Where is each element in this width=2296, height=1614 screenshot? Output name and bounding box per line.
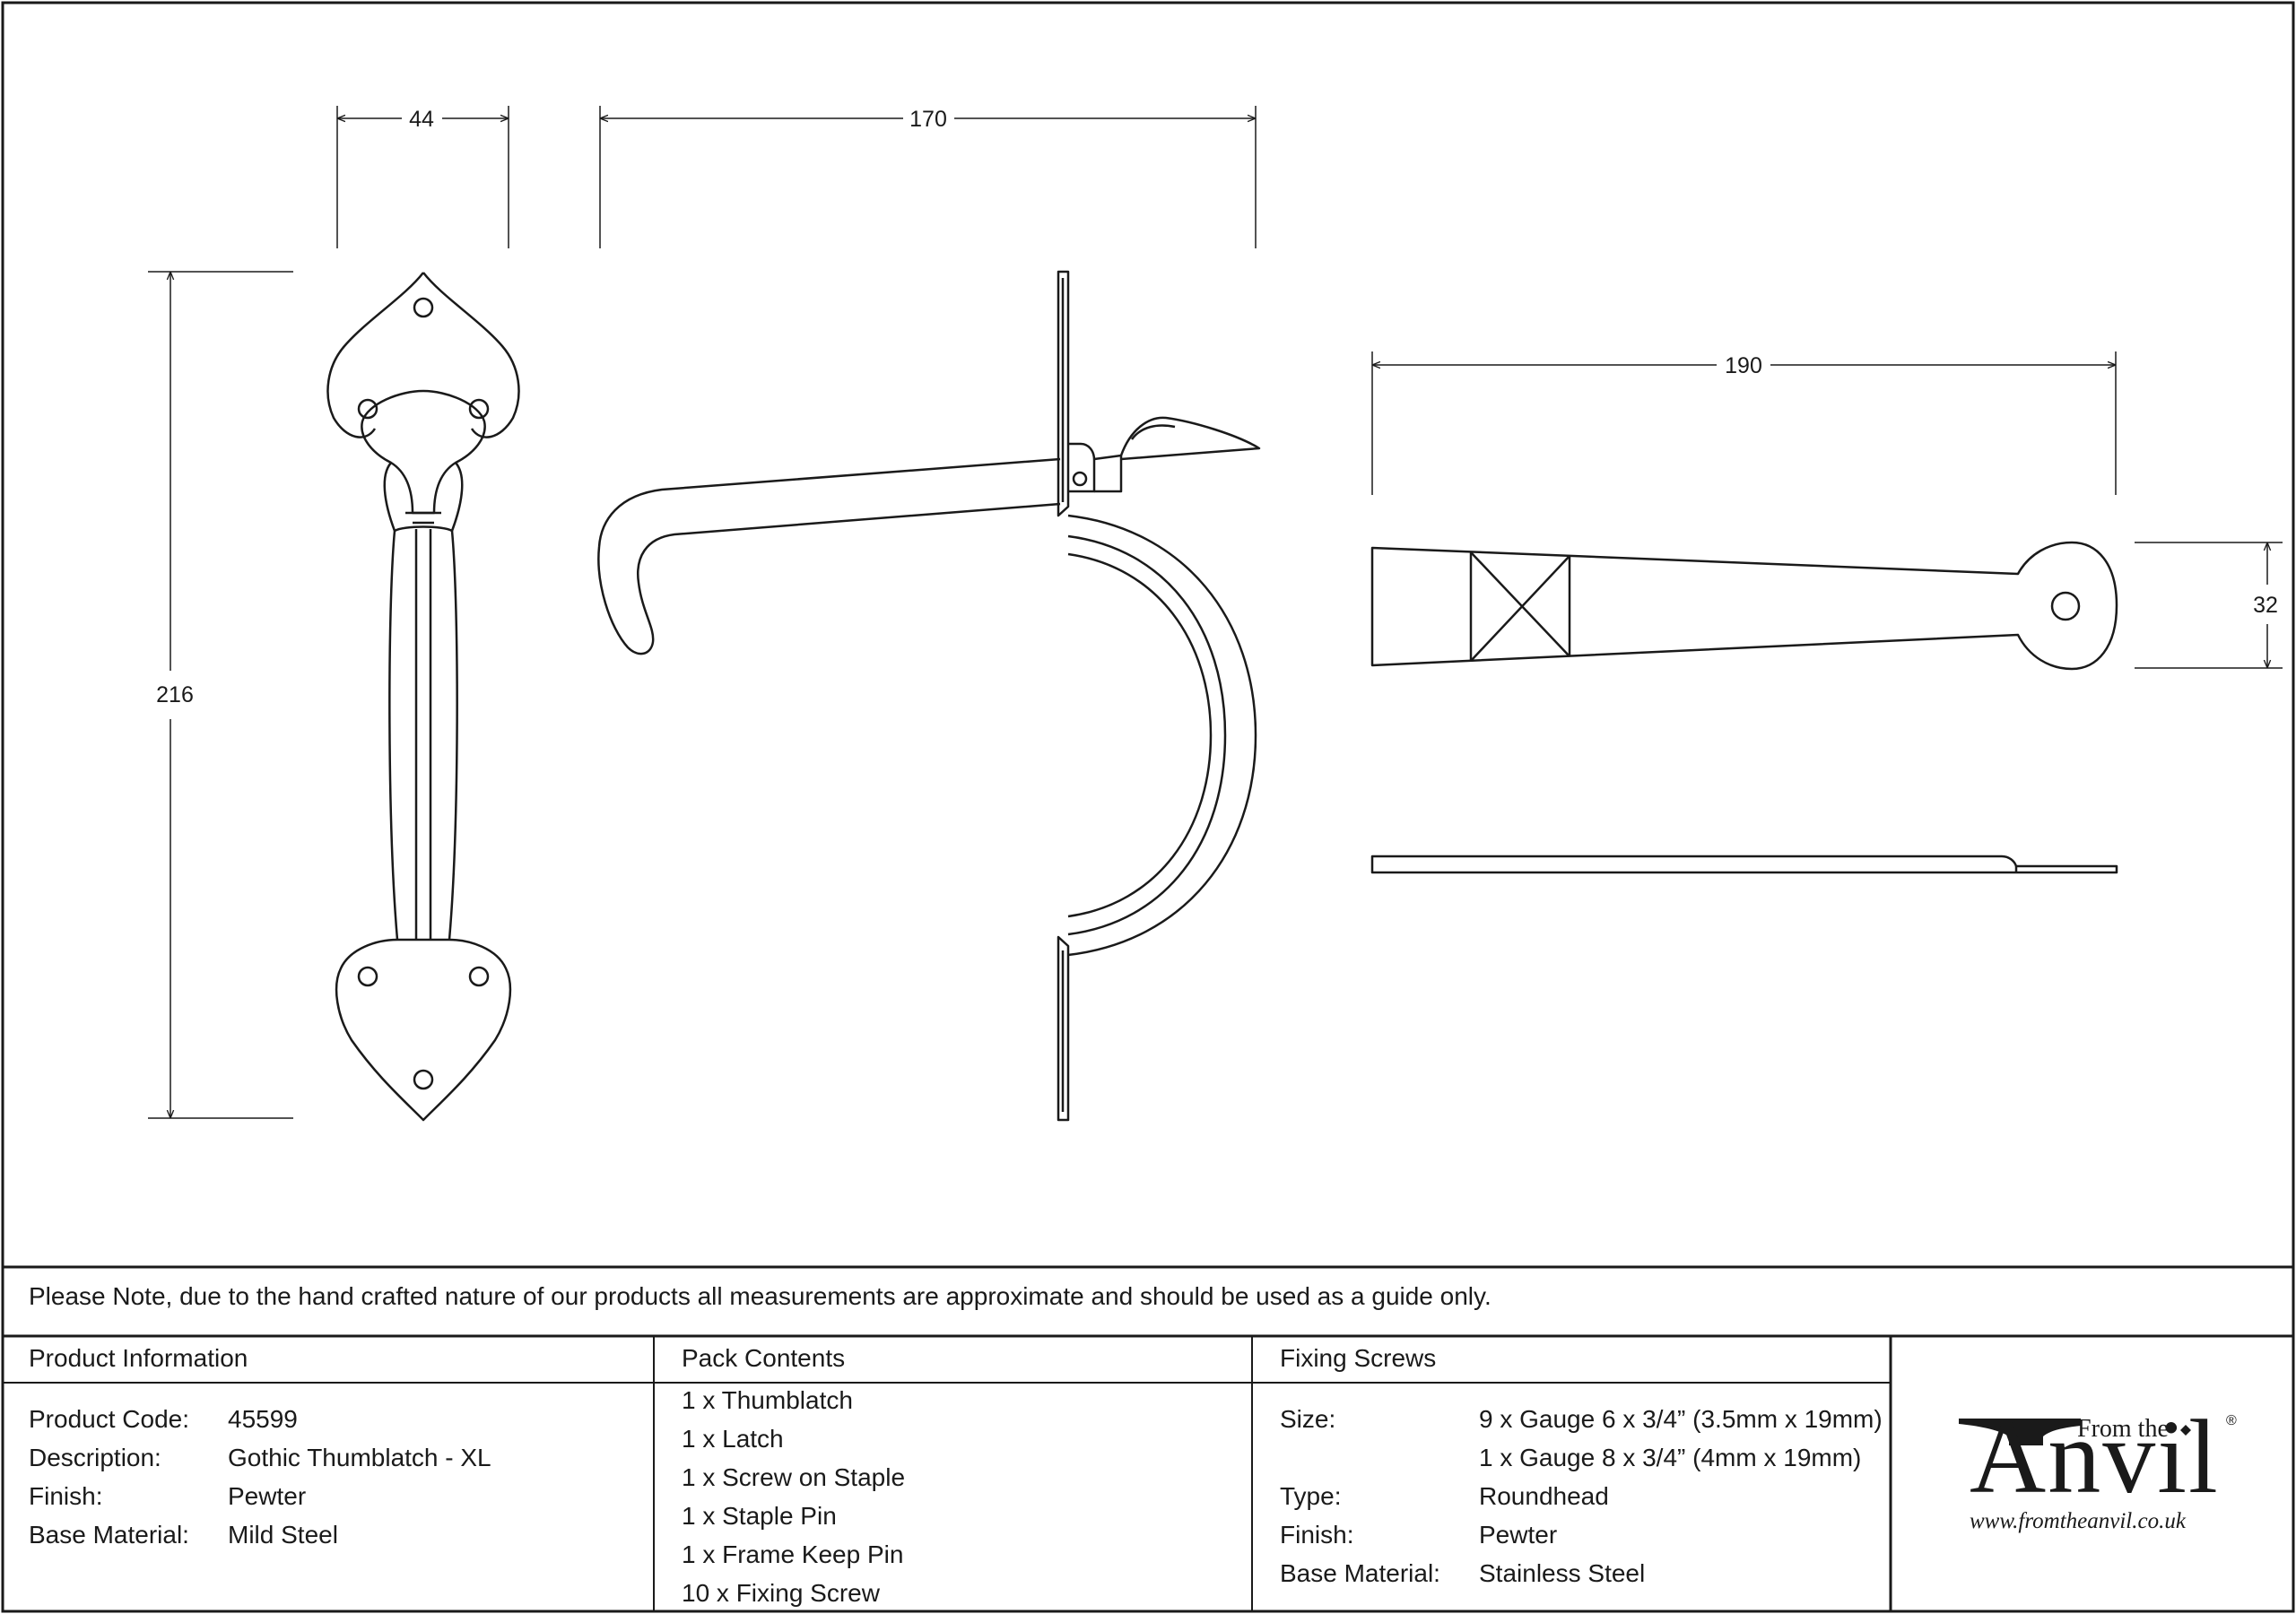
dimension-latch-length-label: 170 bbox=[909, 107, 947, 132]
dimension-keep-width bbox=[2135, 542, 2283, 669]
description-label: Description: bbox=[29, 1444, 161, 1471]
diamond-icon bbox=[2180, 1425, 2191, 1436]
screw-material-label: Base Material: bbox=[1280, 1559, 1440, 1587]
finish-value: Pewter bbox=[228, 1482, 307, 1510]
dimension-keep-width-label: 32 bbox=[2253, 593, 2278, 618]
pack-item: 1 x Frame Keep Pin bbox=[682, 1540, 904, 1568]
pack-item: 1 x Thumblatch bbox=[682, 1386, 853, 1414]
finish-label: Finish: bbox=[29, 1482, 103, 1510]
dimension-keep-length-label: 190 bbox=[1725, 353, 1762, 378]
latch-side-view bbox=[597, 270, 1261, 1122]
product-info-heading: Product Information bbox=[29, 1344, 248, 1372]
screw-type-value: Roundhead bbox=[1479, 1482, 1609, 1510]
dimension-height bbox=[148, 271, 293, 1119]
dimension-top-width-label: 44 bbox=[409, 107, 434, 132]
product-code-value: 45599 bbox=[228, 1405, 298, 1433]
handle-front-view bbox=[326, 272, 520, 1122]
dimension-height-label: 216 bbox=[156, 682, 194, 707]
base-material-label: Base Material: bbox=[29, 1521, 189, 1549]
measurement-disclaimer: Please Note, due to the hand crafted nat… bbox=[29, 1282, 1492, 1310]
pack-item: 1 x Latch bbox=[682, 1425, 784, 1453]
screw-size-label: Size: bbox=[1280, 1405, 1336, 1433]
anvil-icon bbox=[1959, 1419, 2081, 1445]
dimension-keep-length bbox=[1371, 351, 2117, 495]
base-material-value: Mild Steel bbox=[228, 1521, 338, 1549]
screw-material-value: Stainless Steel bbox=[1479, 1559, 1646, 1587]
screw-type-label: Type: bbox=[1280, 1482, 1342, 1510]
keep-side-view bbox=[1370, 855, 2118, 874]
screw-finish-label: Finish: bbox=[1280, 1521, 1354, 1549]
pack-item: 1 x Screw on Staple bbox=[682, 1463, 906, 1491]
logo-anvil-wordmark: Anvil bbox=[1970, 1398, 2220, 1515]
registered-mark: ® bbox=[2226, 1413, 2237, 1428]
technical-drawing: 44 170 190 216 32 bbox=[148, 106, 2283, 1122]
logo-from-the: From the bbox=[2077, 1415, 2169, 1443]
screw-size-value: 1 x Gauge 8 x 3/4” (4mm x 19mm) bbox=[1479, 1444, 1862, 1471]
screw-finish-value: Pewter bbox=[1479, 1521, 1558, 1549]
dimension-top-width bbox=[336, 106, 509, 248]
description-value: Gothic Thumblatch - XL bbox=[228, 1444, 491, 1471]
logo-url[interactable]: www.fromtheanvil.co.uk bbox=[1970, 1509, 2186, 1533]
pack-item: 10 x Fixing Screw bbox=[682, 1579, 880, 1607]
keep-top-view bbox=[1370, 541, 2118, 671]
screw-size-value: 9 x Gauge 6 x 3/4” (3.5mm x 19mm) bbox=[1479, 1405, 1883, 1433]
pack-item: 1 x Staple Pin bbox=[682, 1502, 837, 1530]
pack-contents-heading: Pack Contents bbox=[682, 1344, 846, 1372]
fixing-screws-heading: Fixing Screws bbox=[1280, 1344, 1437, 1372]
product-code-label: Product Code: bbox=[29, 1405, 189, 1433]
dimension-latch-length bbox=[599, 106, 1257, 248]
